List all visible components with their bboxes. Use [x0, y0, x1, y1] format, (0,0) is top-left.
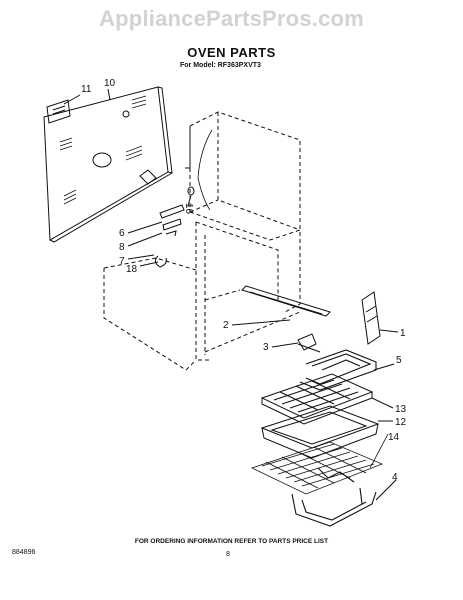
- callout-14: 14: [388, 432, 400, 443]
- clip-part: [297, 333, 317, 351]
- rack-support: [241, 285, 331, 317]
- ordering-note: FOR ORDERING INFORMATION REFER TO PARTS …: [134, 538, 329, 545]
- broil-element: [291, 467, 397, 527]
- screw-part: [187, 186, 195, 196]
- drawing-code: 884896: [12, 549, 36, 556]
- callout-8: 8: [119, 242, 125, 253]
- callout-11: 11: [81, 84, 92, 95]
- oven-rack: [250, 433, 389, 495]
- back-panel-vents: [59, 95, 147, 205]
- callout-7: 7: [119, 256, 125, 267]
- bake-element: [297, 343, 395, 391]
- watermark: AppliancePartsPros.com: [99, 6, 364, 31]
- broil-pan-grid: [260, 373, 394, 425]
- lower-side-panel: [103, 257, 197, 371]
- side-panel: [361, 291, 381, 345]
- callout-2: 2: [223, 320, 229, 331]
- callout-10: 10: [104, 78, 116, 89]
- hinge-part: [159, 204, 185, 219]
- broil-pan: [260, 405, 393, 459]
- callout-4: 4: [392, 472, 398, 483]
- page-title: OVEN PARTS: [187, 45, 276, 60]
- callout-3: 3: [263, 342, 269, 353]
- oven-frame: [189, 111, 301, 361]
- callout-12: 12: [395, 417, 407, 428]
- page-number: 8: [226, 551, 230, 558]
- callout-16: 16: [183, 203, 194, 215]
- callout-5: 5: [396, 355, 402, 366]
- model-subtitle: For Model: RF363PXVT3: [180, 62, 261, 69]
- callout-6: 6: [119, 228, 125, 239]
- callout-18: 18: [126, 264, 138, 275]
- bracket: [46, 99, 71, 124]
- back-panel: [43, 86, 169, 241]
- back-panel-hole: [92, 152, 112, 168]
- callout-13: 13: [395, 404, 407, 415]
- callout-1: 1: [400, 328, 406, 339]
